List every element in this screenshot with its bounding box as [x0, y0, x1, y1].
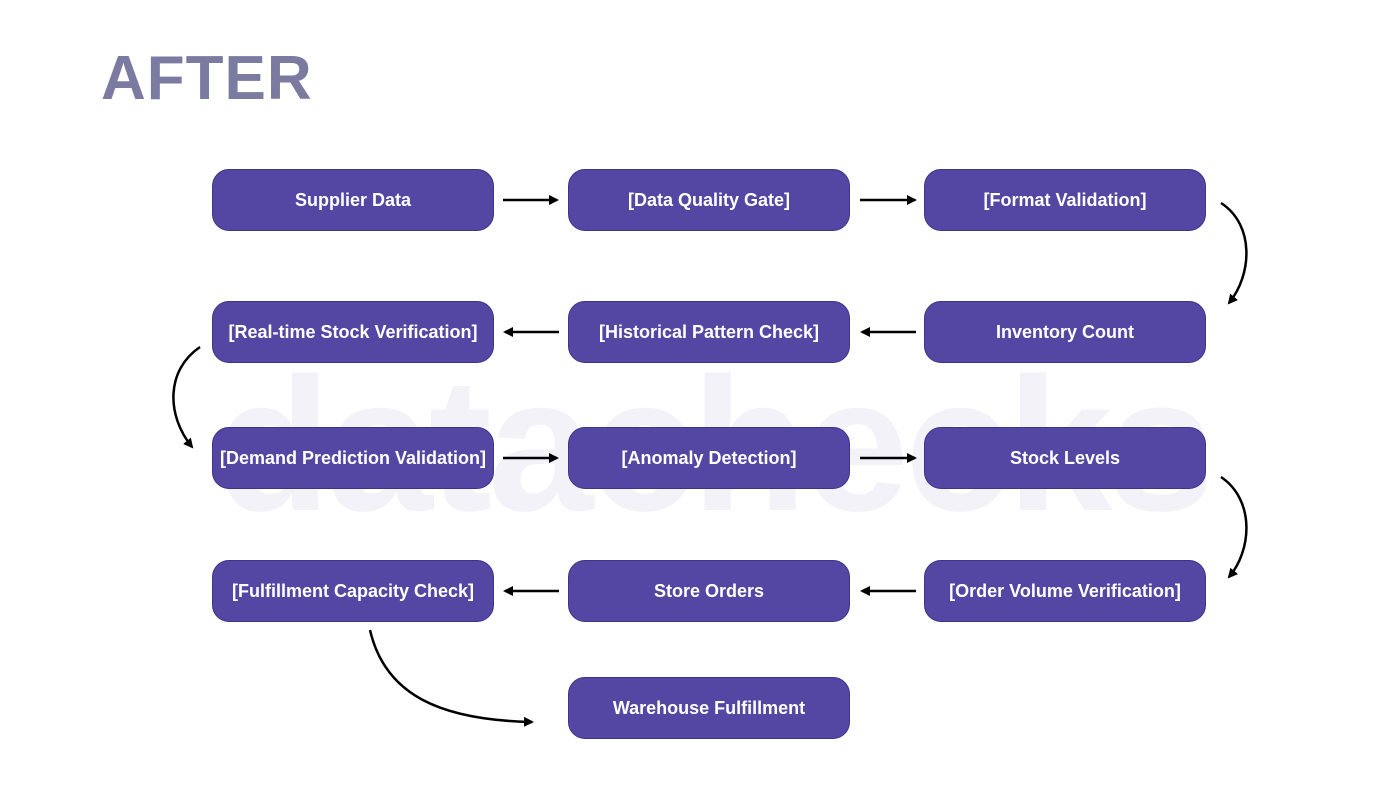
node-anomaly-detection: [Anomaly Detection] [568, 427, 850, 489]
node-supplier-data: Supplier Data [212, 169, 494, 231]
page-title: AFTER [101, 44, 313, 113]
node-store-orders: Store Orders [568, 560, 850, 622]
node-order-volume-verification: [Order Volume Verification] [924, 560, 1206, 622]
node-demand-prediction-validation: [Demand Prediction Validation] [212, 427, 494, 489]
arrow-format-to-inventory [1220, 201, 1248, 305]
node-historical-pattern-check: [Historical Pattern Check] [568, 301, 850, 363]
node-warehouse-fulfillment: Warehouse Fulfillment [568, 677, 850, 739]
node-inventory-count: Inventory Count [924, 301, 1206, 363]
node-format-validation: [Format Validation] [924, 169, 1206, 231]
node-data-quality-gate: [Data Quality Gate] [568, 169, 850, 231]
arrow-realtime-to-demand [172, 345, 201, 449]
node-fulfillment-capacity-check: [Fulfillment Capacity Check] [212, 560, 494, 622]
arrow-fulfillment-to-warehouse [368, 629, 534, 727]
arrow-stock-to-order-volume [1220, 475, 1248, 579]
node-stock-levels: Stock Levels [924, 427, 1206, 489]
node-realtime-stock-verification: [Real-time Stock Verification] [212, 301, 494, 363]
